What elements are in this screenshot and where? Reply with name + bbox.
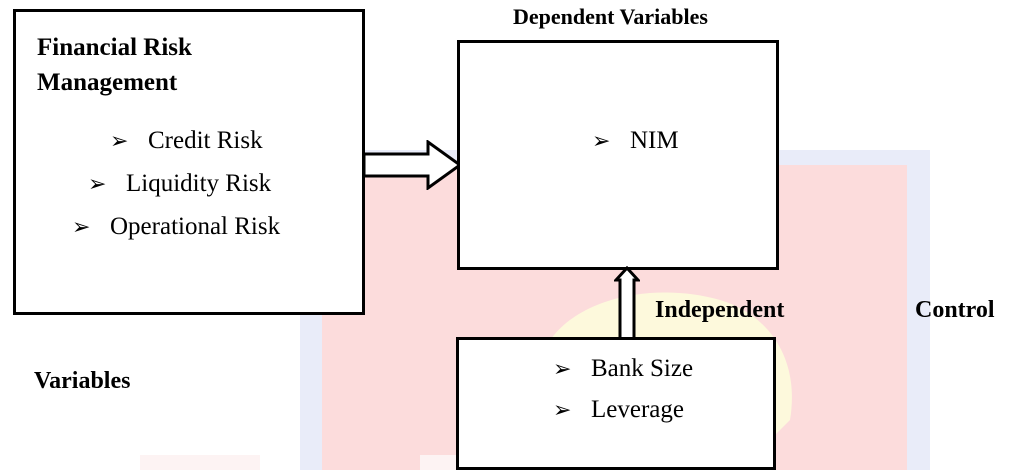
independent-label: Independent: [655, 297, 785, 323]
variables-label: Variables: [34, 368, 131, 394]
arrow-bullet-icon: ➢: [553, 356, 572, 381]
dependent-variables-heading: Dependent Variables: [513, 4, 708, 29]
arrow-bullet-icon: ➢: [88, 171, 107, 196]
dependent-variable-box: [457, 40, 779, 270]
arrow-bullet-icon: ➢: [110, 128, 129, 153]
arrow-bullet-icon: ➢: [72, 214, 91, 239]
control-variables-box: [456, 337, 776, 470]
list-item-credit-risk: ➢Credit Risk: [110, 127, 263, 154]
right-block-arrow-icon: [362, 140, 462, 190]
arrow-bullet-icon: ➢: [553, 397, 572, 422]
financial-risk-title-line2: Management: [37, 69, 178, 96]
list-item-operational-risk: ➢Operational Risk: [72, 213, 281, 240]
list-item-nim: ➢NIM: [592, 127, 679, 154]
up-double-arrow-icon: [614, 266, 640, 340]
list-item-liquidity-risk: ➢Liquidity Risk: [88, 170, 272, 197]
list-item-leverage: ➢Leverage: [553, 396, 684, 423]
financial-risk-box: [13, 9, 365, 315]
control-label: Control: [915, 297, 995, 323]
list-item-bank-size: ➢Bank Size: [553, 355, 694, 382]
arrow-bullet-icon: ➢: [592, 128, 611, 153]
financial-risk-title-line1: Financial Risk: [37, 34, 192, 61]
